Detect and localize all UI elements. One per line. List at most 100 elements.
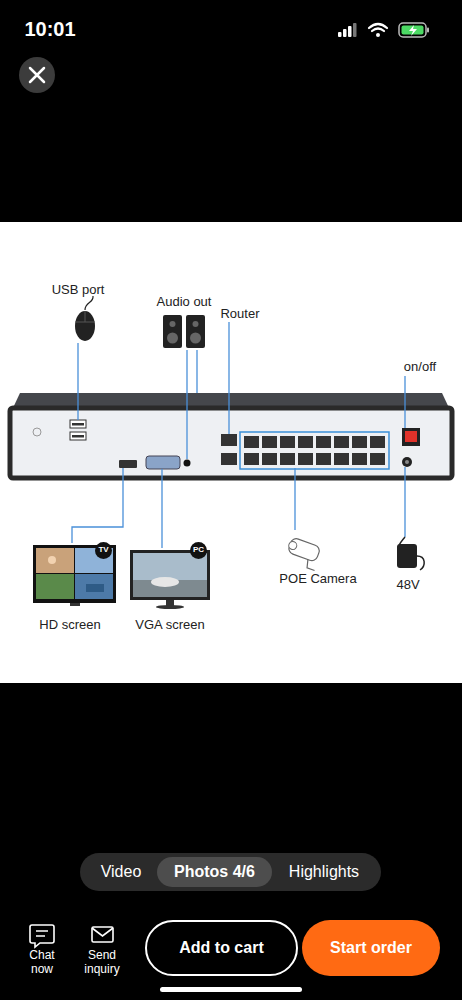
leader-line: [72, 468, 123, 543]
node-text: PC: [193, 546, 204, 555]
image-panel: [0, 222, 462, 683]
monitor-car: [151, 577, 179, 587]
node-text: Highlights: [280, 853, 368, 891]
leader-line: [404, 376, 405, 428]
circle-fill: [95, 542, 112, 559]
chat-icon-lines: [36, 931, 48, 936]
badge-circle: PC: [190, 542, 207, 559]
monitor-screen: [133, 553, 207, 597]
speaker-woofer: [167, 333, 178, 344]
cart-button: Add to cart: [145, 920, 298, 976]
part-label: Audio out: [139, 294, 229, 310]
poe-port: [262, 453, 277, 465]
monitor-base: [156, 605, 184, 609]
mouse-icon: [75, 311, 95, 341]
leader-line: [77, 343, 78, 420]
camera-body: [287, 537, 321, 562]
part-label: USB port: [38, 282, 118, 298]
tv-feed: [36, 548, 74, 573]
battery-icon: [399, 23, 426, 37]
poe-port: [244, 436, 259, 448]
speaker-tweeter: [170, 321, 176, 327]
part-label: Router: [205, 306, 275, 322]
nvr-screw: [33, 428, 41, 436]
lan-port: [221, 453, 237, 465]
mail-icon: [92, 927, 113, 942]
hdmi-port: [119, 460, 137, 468]
order-button: Start order: [302, 920, 440, 976]
tv-icon: [33, 545, 116, 603]
battery-tip: [427, 28, 429, 33]
action-label: Send inquiry: [76, 948, 128, 977]
node-text: Add to cart: [179, 939, 263, 957]
poe-highlight: [240, 432, 389, 469]
status-time: 10:01: [18, 17, 82, 41]
leader-line: [294, 468, 295, 530]
poe-port: [334, 436, 349, 448]
tv-stand: [70, 603, 80, 606]
dc-jack: [405, 460, 409, 464]
wifi-icon: [369, 24, 387, 31]
close-icon: [30, 68, 44, 82]
leader-line: [404, 467, 405, 537]
tv-feed: [36, 574, 74, 599]
chat-icon: [30, 925, 54, 947]
leader-line: [161, 469, 162, 548]
part-label: on/off: [388, 359, 452, 375]
leader-line: [228, 322, 229, 434]
speaker-woofer: [190, 333, 201, 344]
part-label: 48V: [383, 577, 433, 593]
camera-icon: [284, 537, 323, 571]
signal-bar: [343, 29, 347, 37]
adapter-cable: [417, 556, 424, 570]
poe-port: [352, 436, 367, 448]
node-text: Video: [90, 853, 152, 891]
part-label: POE Camera: [258, 571, 378, 587]
leader-line: [196, 350, 197, 393]
signal-bar: [348, 26, 352, 37]
power-switch: [402, 428, 420, 446]
mouse-buttons: [75, 311, 95, 322]
poe-port: [352, 453, 367, 465]
usb-port: [70, 420, 86, 428]
tv-pool: [86, 584, 104, 592]
lan-port: [221, 434, 237, 446]
action-label: Chat now: [20, 948, 64, 977]
poe-port: [280, 436, 295, 448]
leader-line: [186, 350, 187, 459]
vga-port: [146, 456, 180, 469]
speaker-icon: [163, 315, 182, 348]
nvr-front: [10, 408, 452, 478]
charging-bolt: [409, 25, 417, 36]
signal-bar: [338, 32, 342, 37]
poe-port: [370, 436, 385, 448]
part-label: HD screen: [20, 617, 120, 633]
poe-port: [298, 453, 313, 465]
signal-bar: [353, 23, 357, 37]
speaker-tweeter: [193, 321, 199, 327]
audio-jack: [184, 460, 191, 467]
speaker-icon: [186, 315, 205, 348]
tab-bar: Video Highlights Photos 4/6: [80, 853, 381, 891]
poe-port: [316, 436, 331, 448]
camera-mount: [305, 560, 317, 571]
usb-port: [72, 435, 84, 438]
poe-port: [262, 436, 277, 448]
dc-jack: [402, 457, 412, 467]
node-text: Photos 4/6: [174, 863, 255, 881]
wifi-icon: [376, 33, 380, 37]
badge-circle: TV: [95, 542, 112, 559]
node-text: Start order: [330, 939, 412, 957]
circle-fill: [190, 542, 207, 559]
tv-feed: [75, 574, 113, 599]
poe-port: [244, 453, 259, 465]
power-adapter: [397, 544, 417, 568]
poe-port: [316, 453, 331, 465]
camera-lens: [288, 540, 298, 550]
poe-port: [298, 436, 313, 448]
close-button: [19, 57, 55, 93]
